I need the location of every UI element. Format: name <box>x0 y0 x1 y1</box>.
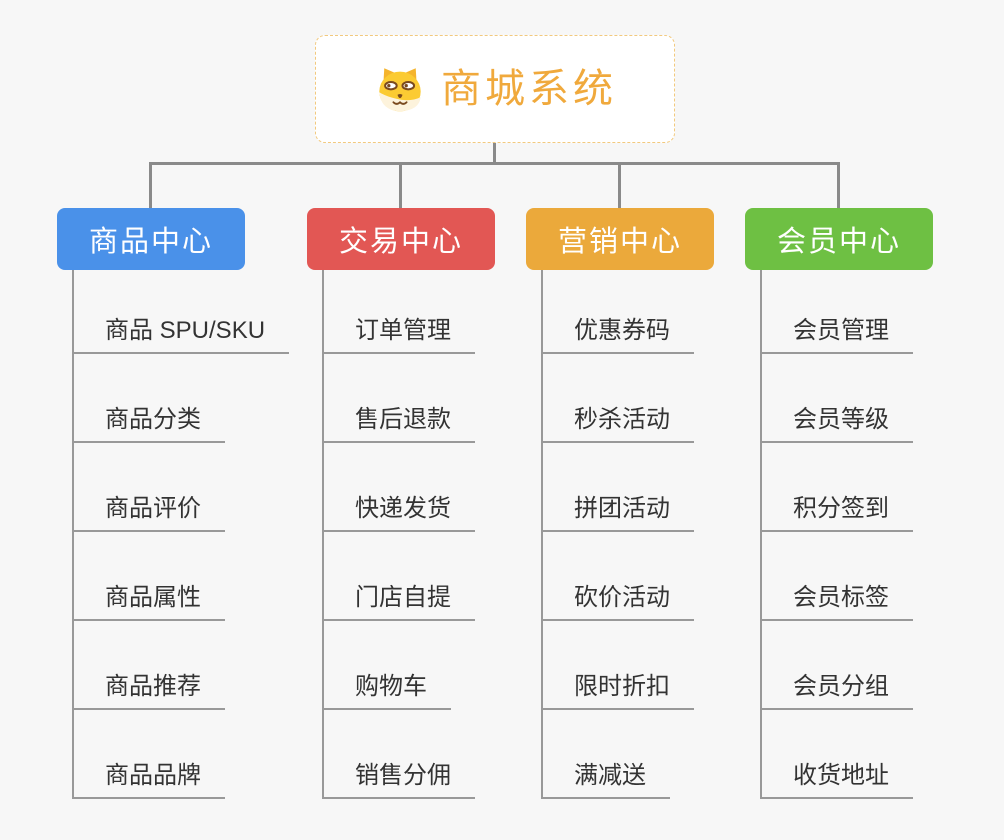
branch-header-marketing[interactable]: 营销中心 <box>526 208 714 270</box>
branch-column-products: 商品 SPU/SKU 商品分类 商品评价 商品属性 商品推荐 商品品牌 <box>72 265 290 799</box>
branch-header-products[interactable]: 商品中心 <box>57 208 245 270</box>
leaf-node[interactable]: 限时折扣 <box>541 672 694 710</box>
connector-root-stub <box>493 143 496 164</box>
leaf-node[interactable]: 商品评价 <box>72 494 225 532</box>
leaf-node[interactable]: 订单管理 <box>322 316 475 354</box>
leaf-node[interactable]: 积分签到 <box>760 494 913 532</box>
leaf-node[interactable]: 优惠券码 <box>541 316 694 354</box>
root-node[interactable]: 商城系统 <box>315 35 675 143</box>
leaf-node[interactable]: 砍价活动 <box>541 583 694 621</box>
branch-column-trade: 订单管理 售后退款 快递发货 门店自提 购物车 销售分佣 <box>322 265 475 799</box>
root-title: 商城系统 <box>441 67 617 111</box>
leaf-node[interactable]: 满减送 <box>541 761 670 799</box>
connector-bus <box>149 162 839 165</box>
leaf-node[interactable]: 购物车 <box>322 672 451 710</box>
leaf-node[interactable]: 商品属性 <box>72 583 225 621</box>
leaf-node[interactable]: 会员分组 <box>760 672 913 710</box>
leaf-node[interactable]: 售后退款 <box>322 405 475 443</box>
leaf-node[interactable]: 秒杀活动 <box>541 405 694 443</box>
connector-drop-members <box>837 162 840 209</box>
leaf-node[interactable]: 拼团活动 <box>541 494 694 532</box>
branch-header-trade[interactable]: 交易中心 <box>307 208 495 270</box>
leaf-node[interactable]: 门店自提 <box>322 583 475 621</box>
connector-drop-trade <box>399 162 402 209</box>
leaf-node[interactable]: 收货地址 <box>760 761 913 799</box>
leaf-node[interactable]: 会员标签 <box>760 583 913 621</box>
leaf-node[interactable]: 会员管理 <box>760 316 913 354</box>
dog-face-icon <box>379 68 421 112</box>
leaf-node[interactable]: 销售分佣 <box>322 761 475 799</box>
leaf-node[interactable]: 商品分类 <box>72 405 225 443</box>
branch-rail <box>72 270 74 799</box>
leaf-node[interactable]: 会员等级 <box>760 405 913 443</box>
leaf-node[interactable]: 快递发货 <box>322 494 475 532</box>
connector-drop-products <box>149 162 152 209</box>
leaf-node[interactable]: 商品 SPU/SKU <box>72 316 290 354</box>
branch-rail <box>322 270 324 799</box>
leaf-node[interactable]: 商品推荐 <box>72 672 225 710</box>
branch-column-marketing: 优惠券码 秒杀活动 拼团活动 砍价活动 限时折扣 满减送 <box>541 265 694 799</box>
branch-rail <box>541 270 543 799</box>
branch-header-members[interactable]: 会员中心 <box>745 208 933 270</box>
branch-rail <box>760 270 762 799</box>
branch-column-members: 会员管理 会员等级 积分签到 会员标签 会员分组 收货地址 <box>760 265 913 799</box>
connector-drop-marketing <box>618 162 621 209</box>
leaf-node[interactable]: 商品品牌 <box>72 761 225 799</box>
